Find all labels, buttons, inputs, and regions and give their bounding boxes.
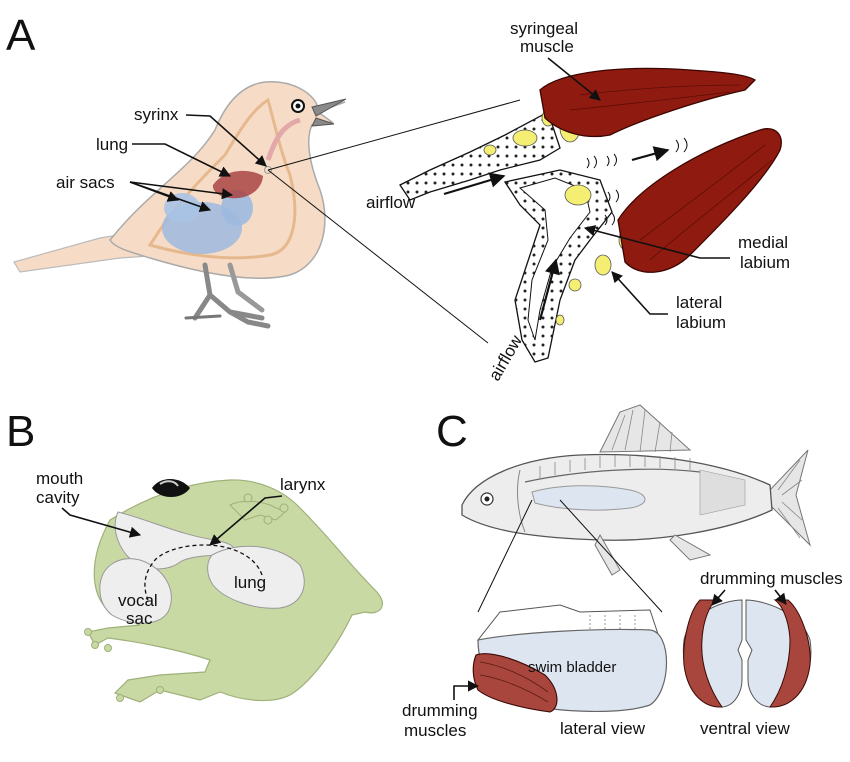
frog-illustration — [84, 479, 383, 703]
arrow-lung — [132, 143, 232, 177]
bird-illustration — [13, 81, 347, 329]
fish-illustration — [461, 404, 811, 576]
label-medial-labium-line1: medial — [738, 233, 788, 252]
panel-c: C — [402, 404, 843, 740]
ventral-drumming-muscle-right — [769, 599, 811, 708]
label-lateral-labium-line2: labium — [676, 313, 726, 332]
syrinx-detail — [399, 67, 782, 363]
label-air-sacs: air sacs — [56, 173, 115, 192]
syringeal-muscle-upper — [539, 67, 757, 138]
arrow-syrinx — [185, 114, 267, 167]
label-airflow-bottom: airflow — [485, 331, 526, 384]
label-mouth-cavity-line1: mouth — [36, 469, 83, 488]
panel-letter-c: C — [436, 407, 468, 456]
label-swim-bladder: swim bladder — [528, 659, 616, 676]
label-syrinx: syrinx — [134, 105, 179, 124]
airflow-path — [144, 544, 263, 601]
fish-swim-bladder — [531, 485, 646, 511]
frog-vocal-sac — [99, 558, 172, 624]
frog-lung — [207, 545, 305, 609]
arrow-drumming-muscles-left — [453, 680, 480, 700]
label-lateral-view: lateral view — [560, 719, 646, 738]
panel-letter-b: B — [6, 407, 35, 456]
panel-a: A — [6, 11, 790, 384]
label-lateral-labium-line1: lateral — [676, 293, 722, 312]
label-medial-labium-line2: labium — [740, 253, 790, 272]
ventral-view-detail — [682, 599, 812, 708]
label-frog-lung: lung — [234, 573, 266, 592]
label-lung: lung — [96, 135, 128, 154]
label-vocal-sac-line1: vocal — [118, 591, 158, 610]
label-drumming-muscles-top: drumming muscles — [700, 569, 843, 588]
arrow-larynx — [209, 495, 283, 546]
label-syringeal-muscle-line2: muscle — [520, 37, 574, 56]
label-drumming-muscles-left-line2: muscles — [404, 721, 466, 740]
arrow-medial-labium — [583, 225, 730, 259]
label-vocal-sac-line2: sac — [126, 609, 153, 628]
label-airflow-top: airflow — [366, 193, 416, 212]
lateral-view-detail — [472, 604, 667, 713]
panel-letter-a: A — [6, 11, 36, 60]
label-syringeal-muscle-line1: syringeal — [510, 19, 578, 38]
label-ventral-view: ventral view — [700, 719, 790, 738]
arrow-mouth-cavity — [61, 507, 142, 538]
label-mouth-cavity-line2: cavity — [36, 488, 80, 507]
panel-b: B mouth cavi — [6, 407, 383, 703]
label-larynx: larynx — [280, 475, 326, 494]
syringeal-muscle-lower — [617, 128, 782, 273]
arrow-lateral-labium — [611, 271, 668, 315]
label-drumming-muscles-left-line1: drumming — [402, 701, 478, 720]
ventral-drumming-muscle-left — [683, 599, 723, 708]
